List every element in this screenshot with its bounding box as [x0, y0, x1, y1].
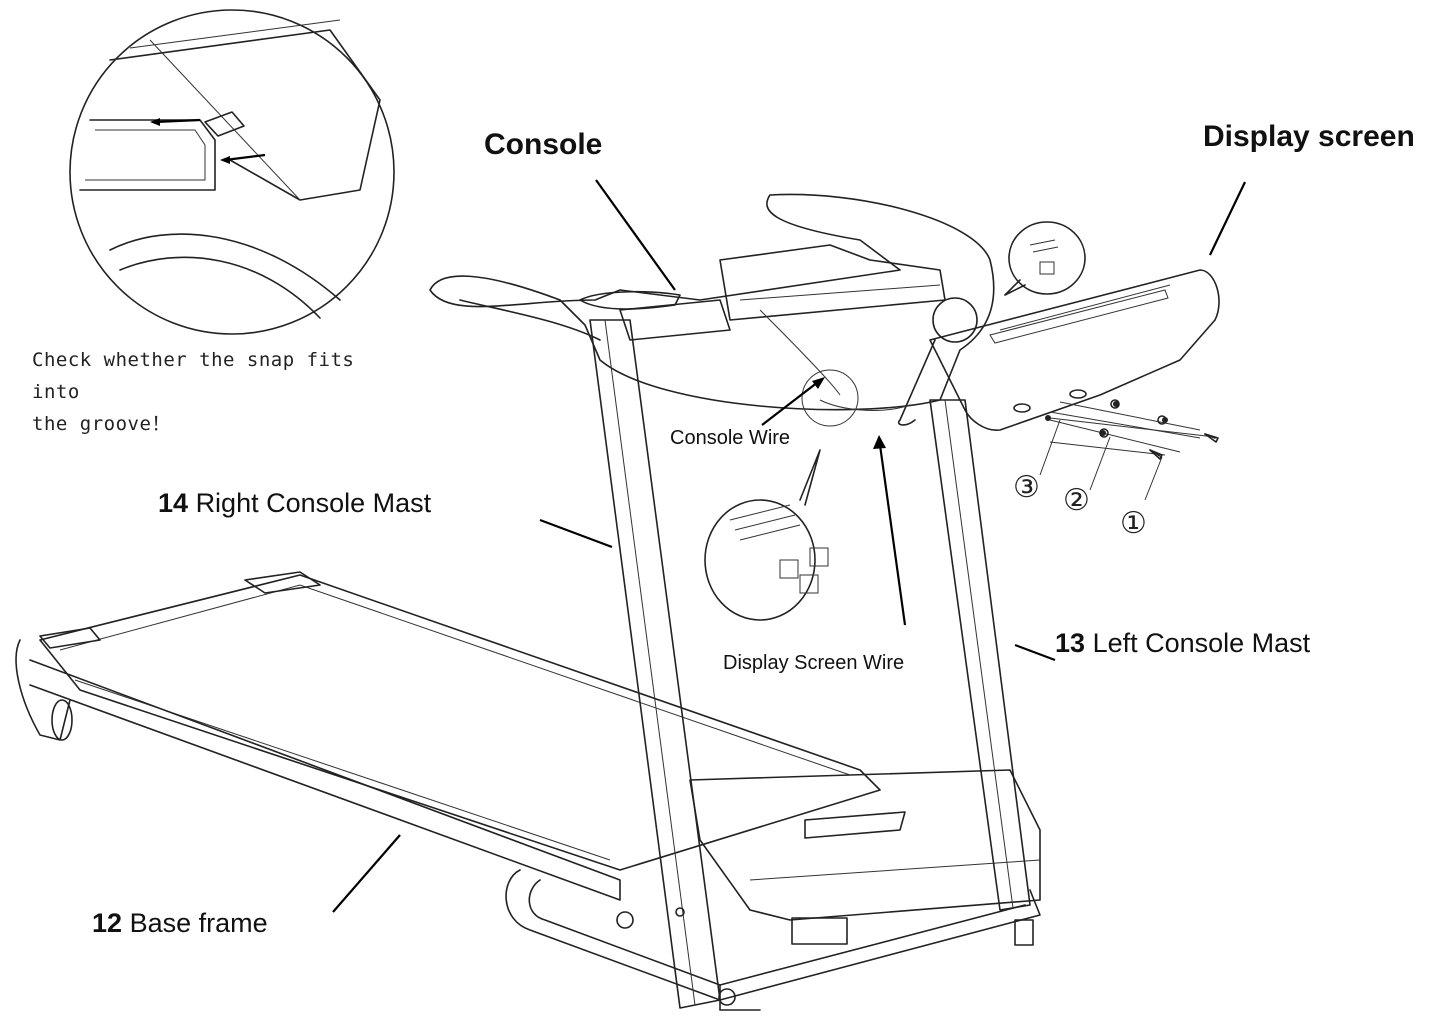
hardware-stack: ③ ② ①: [1013, 401, 1219, 541]
callout-3-label: ③: [1013, 470, 1040, 505]
base-frame-leader: [332, 834, 401, 913]
right-console-mast-label: 14 Right Console Mast: [158, 488, 431, 519]
base-frame: [15, 571, 1041, 1011]
base-frame-number: 12: [92, 908, 123, 938]
console-wire-arrow: [761, 381, 819, 426]
console-wire-label: Console Wire: [670, 427, 791, 449]
note-line-2: the groove！: [32, 413, 171, 435]
console-assembly: [429, 193, 995, 427]
right-mast-number: 14: [158, 488, 189, 518]
left-mast-leader: [1014, 643, 1056, 662]
display-screen-leader: [1209, 181, 1246, 256]
display-screen-wire-label: Display Screen Wire: [723, 652, 905, 674]
right-console-mast: [589, 319, 721, 1009]
console-leader: [595, 179, 676, 291]
snap-check-note: Check whether the snap fits into the gro…: [32, 344, 412, 440]
left-console-mast: [929, 399, 1031, 911]
right-mast-leader: [539, 518, 613, 549]
display-screen: [897, 269, 1220, 457]
leader-lines: [332, 179, 1246, 913]
display-screen-label: Display screen: [1203, 120, 1415, 153]
right-mast-text: Right Console Mast: [195, 488, 432, 518]
base-frame-text: Base frame: [129, 908, 268, 938]
base-frame-label: 12 Base frame: [92, 908, 268, 939]
callout-1-label: ①: [1120, 506, 1147, 541]
wire-connector-detail: [704, 449, 829, 621]
callout-2-label: ②: [1063, 483, 1090, 518]
left-console-mast-label: 13 Left Console Mast: [1055, 628, 1310, 659]
console-label: Console: [484, 128, 603, 161]
left-mast-text: Left Console Mast: [1092, 628, 1311, 658]
display-wire-arrow: [878, 444, 907, 626]
top-connector-detail: [1004, 221, 1086, 296]
left-mast-number: 13: [1055, 628, 1086, 658]
snap-detail-inset: [69, 9, 395, 335]
note-line-1: Check whether the snap fits into: [32, 349, 355, 403]
